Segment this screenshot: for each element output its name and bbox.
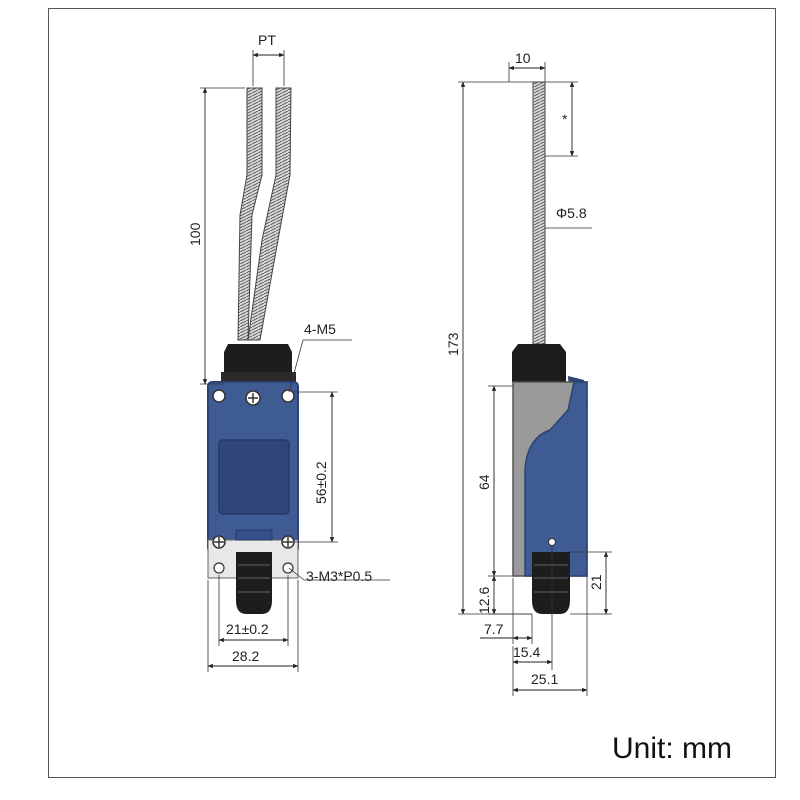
dim-pt: PT <box>258 32 276 48</box>
dim-64: 64 <box>476 474 492 490</box>
hole-bottom-left <box>213 562 225 574</box>
dim-phi-5-8: Φ5.8 <box>556 205 587 221</box>
dim-3-m3: 3-M3*P0.5 <box>306 568 372 584</box>
cable-gland-side <box>532 552 570 614</box>
dim-21-front: 21±0.2 <box>226 621 269 637</box>
dim-star: * <box>562 111 568 127</box>
screw-bottom-right <box>281 535 295 549</box>
screw-bottom-left <box>212 535 226 549</box>
dim-10: 10 <box>515 50 531 66</box>
spring-right <box>247 87 292 341</box>
drawing-frame <box>48 8 776 778</box>
dim-4-m5: 4-M5 <box>304 321 336 337</box>
head-cap-side <box>512 344 566 382</box>
dim-7-7: 7.7 <box>484 621 504 637</box>
spring-side <box>532 81 546 345</box>
dim-21-side: 21 <box>588 574 604 590</box>
dim-15-4: 15.4 <box>513 644 540 660</box>
hole-bottom-right <box>282 562 294 574</box>
dim-56: 56±0.2 <box>313 461 329 504</box>
dim-173: 173 <box>445 332 461 356</box>
body-window <box>218 439 290 515</box>
front-view: PT 100 4-M5 56±0.2 3-M3*P0.5 21±0.2 <box>187 32 390 672</box>
screw-top-left <box>212 389 226 403</box>
dim-28-2: 28.2 <box>232 648 259 664</box>
screw-side <box>548 538 556 546</box>
cable-gland-front <box>236 552 272 614</box>
blue-cover-side <box>524 381 588 577</box>
dim-25-1: 25.1 <box>531 671 558 687</box>
dim-12-6: 12.6 <box>476 587 492 614</box>
terminal-strip <box>235 529 273 541</box>
screw-top-center <box>245 390 261 406</box>
screw-top-right <box>281 389 295 403</box>
unit-label: Unit: mm <box>612 732 732 765</box>
side-view: 10 * Φ5.8 173 64 12.6 <box>445 50 612 696</box>
dim-100: 100 <box>187 222 203 246</box>
